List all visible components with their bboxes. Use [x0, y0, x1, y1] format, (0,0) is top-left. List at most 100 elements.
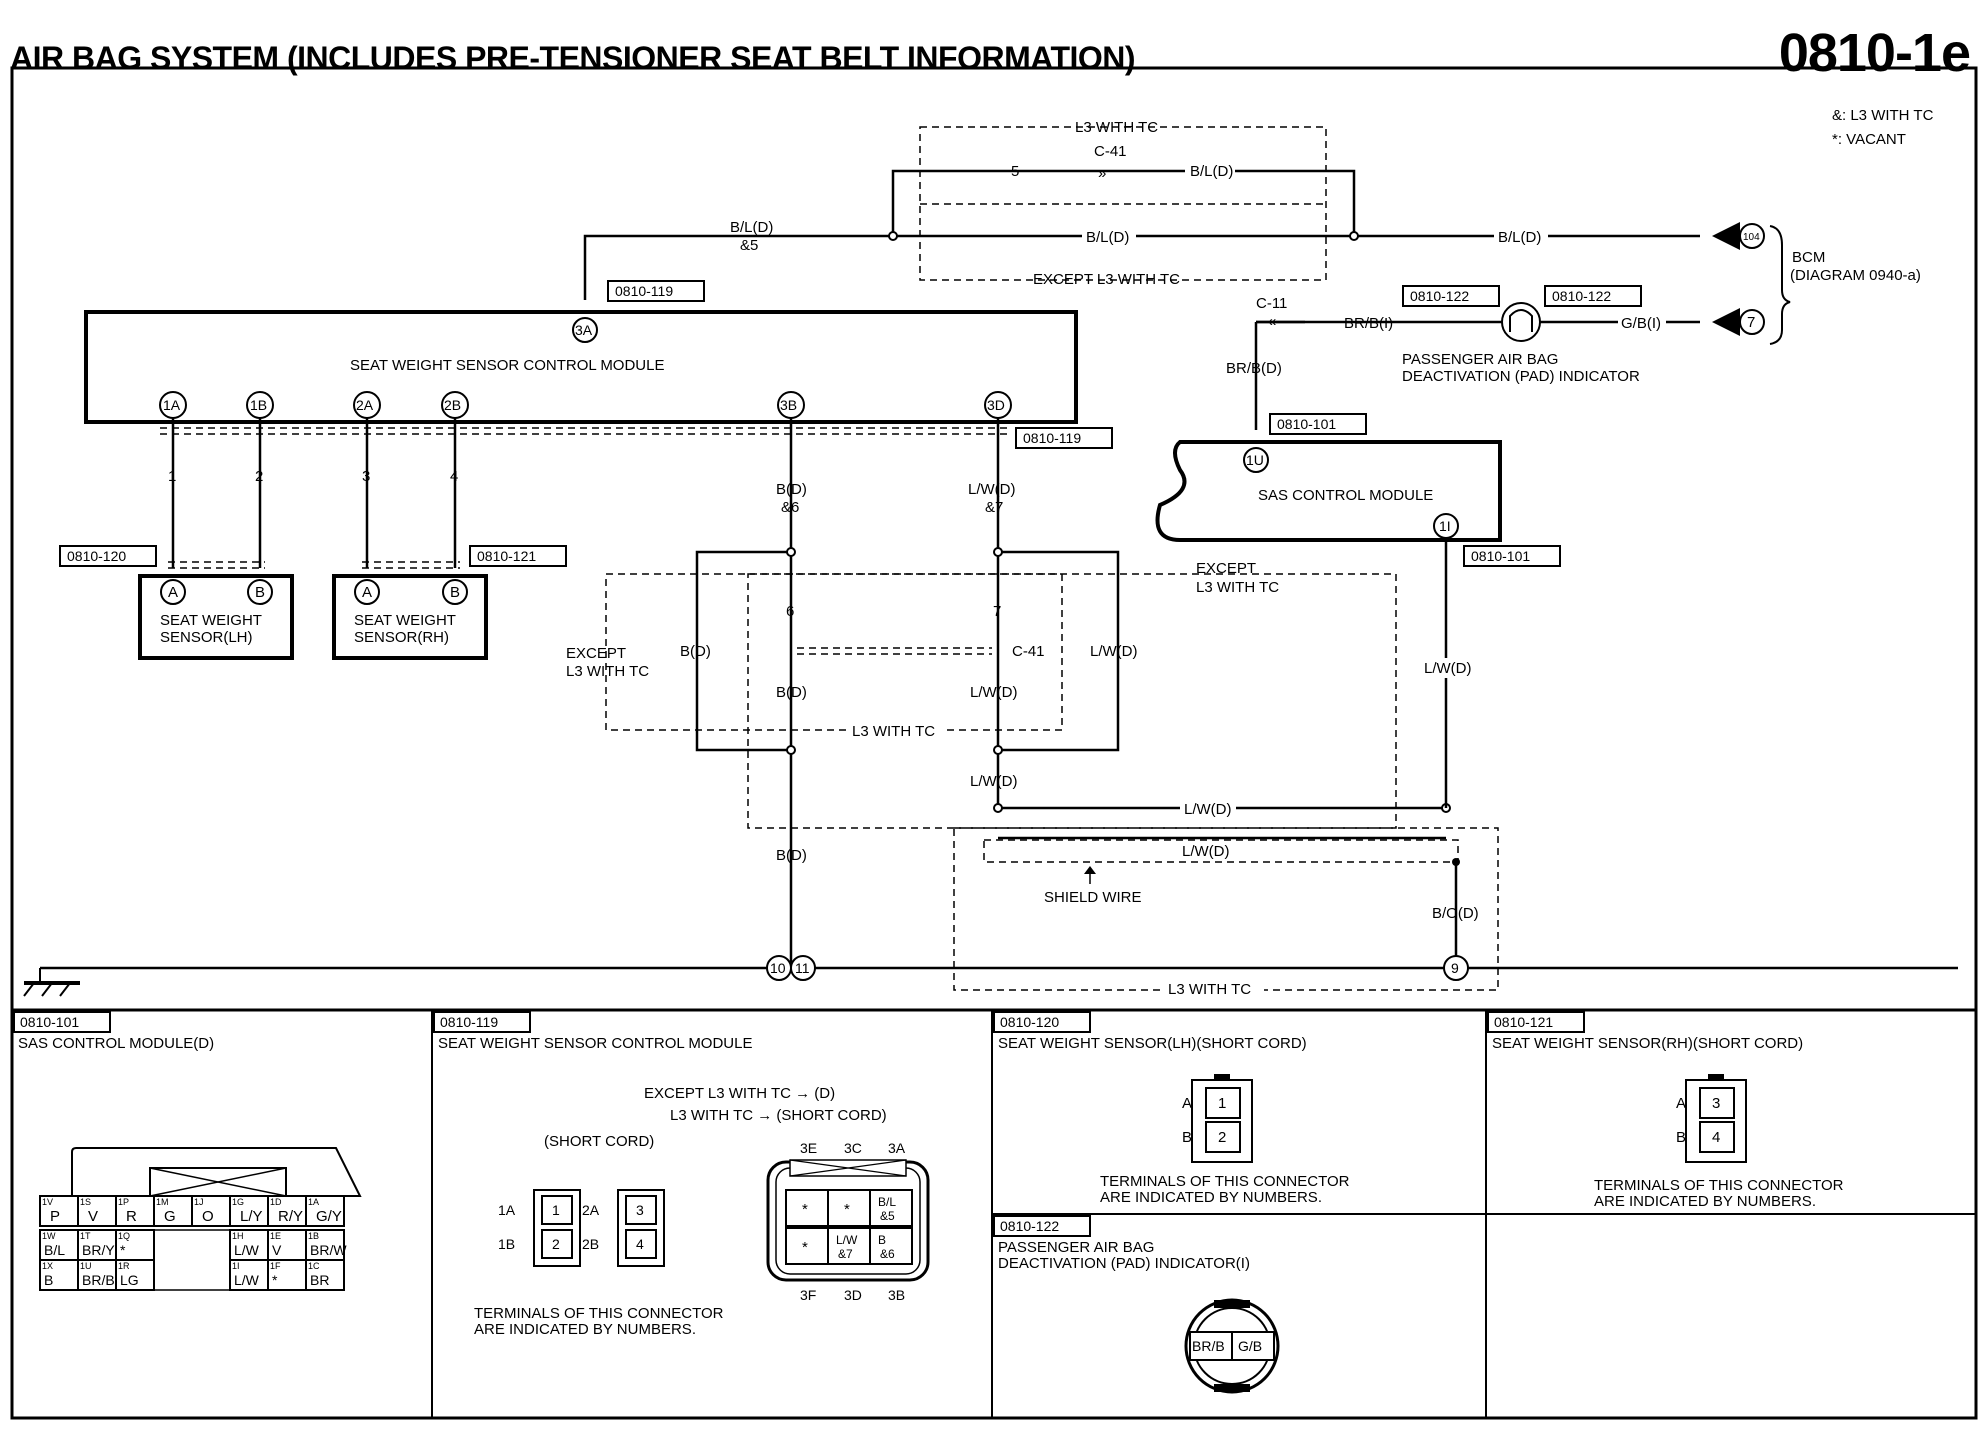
- label-l3-top: L3 WITH TC: [1075, 119, 1158, 136]
- ref-0810-119-side-text: 0810-119: [1023, 430, 1081, 446]
- label-l3-bottom: L3 WITH TC: [1168, 981, 1251, 998]
- wire-label-gb-i: G/B(I): [1621, 315, 1661, 332]
- wire-c41-loop: [891, 169, 1356, 236]
- d-pin-cell: [785, 1189, 829, 1227]
- wire-label-lw-shield: L/W(D): [1182, 843, 1230, 860]
- panel-121-title: SEAT WEIGHT SENSOR(RH)(SHORT CORD): [1492, 1035, 1803, 1052]
- label-except-left-1: EXCEPT: [566, 645, 626, 662]
- bcm-label: BCM: [1792, 249, 1825, 266]
- terminal-1A: 1A: [163, 397, 181, 413]
- panel-121-pin-3: 3: [1712, 1095, 1720, 1112]
- sas-pin-color: P: [50, 1208, 60, 1225]
- d-pin-label: B: [878, 1233, 886, 1247]
- sas-label: SAS CONTROL MODULE: [1258, 487, 1433, 504]
- wire-label-brb-d: BR/B(D): [1226, 360, 1282, 377]
- ref-0810-122-a-text: 0810-122: [1410, 288, 1469, 304]
- panel-120-note-1: TERMINALS OF THIS CONNECTOR: [1100, 1173, 1350, 1190]
- wire-label-bl-top: B/L(D): [1190, 163, 1233, 180]
- ref-0810-119-top: [607, 280, 705, 302]
- sas-pin-id: 1R: [118, 1261, 130, 1271]
- panel-119-note-2: ARE INDICATED BY NUMBERS.: [474, 1321, 696, 1338]
- sensor-rh-terminal-a: A: [362, 584, 372, 601]
- wire-label-lw7-amp: &7: [985, 499, 1003, 516]
- wire-label-lw-sas: L/W(D): [1424, 660, 1472, 677]
- panel-121-pin-a: A: [1676, 1095, 1686, 1112]
- sas-pin-id: 1W: [42, 1231, 56, 1241]
- wire-num-4: 4: [450, 468, 458, 485]
- ref-0810-119-top-text: 0810-119: [615, 283, 673, 299]
- connector-c41-mid: C-41: [1012, 643, 1045, 660]
- sas-pin-color: *: [120, 1242, 126, 1258]
- d-pin-cell: [869, 1227, 913, 1265]
- sas-box: [1155, 440, 1502, 542]
- ref-0810-121: [469, 545, 567, 567]
- sas-pin-cell: [229, 1195, 269, 1227]
- ground-10-label: 10: [770, 960, 786, 976]
- panel-120-pin-b: B: [1182, 1129, 1192, 1146]
- sas-pin-color: R/Y: [278, 1208, 303, 1225]
- label-except-right-2: L3 WITH TC: [1196, 579, 1279, 596]
- sas-pin-id: 1A: [308, 1197, 319, 1207]
- sas-pin-cell: [267, 1195, 307, 1227]
- sas-pin-id: 1V: [42, 1197, 53, 1207]
- panel-121-ref: 0810-121: [1494, 1014, 1553, 1030]
- wire-label-b-mid: B(D): [776, 684, 807, 701]
- wire-num-1: 1: [168, 468, 176, 485]
- sas-pin-cell: [39, 1195, 79, 1227]
- d-pin-label: L/W: [836, 1233, 858, 1247]
- bcm-arrow-104: [1712, 222, 1740, 250]
- sas-pin-color: BR/Y: [82, 1242, 115, 1258]
- panel-101-title: SAS CONTROL MODULE(D): [18, 1035, 214, 1052]
- panel-122-title-1: PASSENGER AIR BAG: [998, 1239, 1154, 1256]
- d-pin-cell: [869, 1189, 913, 1227]
- ref-0810-101-side-text: 0810-101: [1471, 548, 1530, 564]
- pad-indicator-symbol: [1501, 302, 1541, 342]
- sas-pin-id: 1J: [194, 1197, 204, 1207]
- region-box-left: [605, 573, 1063, 731]
- connector-c41-symbol: »: [1098, 165, 1106, 182]
- d-pin-label: B/L: [878, 1195, 896, 1209]
- d-col-bot: 3F: [800, 1287, 816, 1303]
- terminal-1I-label: 1I: [1439, 518, 1451, 534]
- ground-11-label: 11: [795, 960, 810, 976]
- pad-label-2: DEACTIVATION (PAD) INDICATOR: [1402, 368, 1640, 385]
- label-except-right-1: EXCEPT: [1196, 560, 1256, 577]
- sas-pin-color: G/Y: [316, 1208, 342, 1225]
- sas-pin-id: 1U: [80, 1261, 92, 1271]
- sensor-rh-label-2: SENSOR(RH): [354, 629, 449, 646]
- sc-connector-cell: [541, 1229, 573, 1259]
- sas-pin-id: 1F: [270, 1261, 281, 1271]
- sas-pin-color: V: [88, 1208, 98, 1225]
- ref-0810-120: [59, 545, 157, 567]
- sas-pin-color: BR/W: [310, 1242, 347, 1258]
- panel-0810-120: 0810-120 SEAT WEIGHT SENSOR(LH)(SHORT CO…: [993, 1011, 1350, 1206]
- terminal-2A: 2A: [356, 397, 374, 413]
- d-pin-label: &6: [880, 1247, 895, 1261]
- ref-0810-101-side: [1463, 545, 1561, 567]
- sas-pin-cell: [305, 1195, 345, 1227]
- panel-121-pin-b: B: [1676, 1129, 1686, 1146]
- sensor-rh-terminal-b: B: [450, 584, 460, 601]
- sas-pin-color: LG: [120, 1272, 139, 1288]
- bcm-terminal-104: [1739, 223, 1765, 249]
- panel-122-title-2: DEACTIVATION (PAD) INDICATOR(I): [998, 1255, 1250, 1272]
- sc-pin-num: 3: [636, 1202, 644, 1218]
- panel-121-note-2: ARE INDICATED BY NUMBERS.: [1594, 1193, 1816, 1210]
- diagram-frame: [10, 66, 1978, 1420]
- d-pin-label: *: [844, 1201, 850, 1218]
- sas-pin-color: O: [202, 1208, 214, 1225]
- sas-pin-color: *: [272, 1272, 278, 1288]
- sc-connector-cell: [625, 1229, 657, 1259]
- sc-pin-num: 4: [636, 1236, 644, 1252]
- wire-label-bl5: B/L(D): [730, 219, 773, 236]
- panel-122-ref: 0810-122: [1000, 1218, 1059, 1234]
- wire-label-brb-i: BR/B(I): [1344, 315, 1393, 332]
- terminal-2B: 2B: [444, 397, 461, 413]
- sas-pin-cell: [191, 1195, 231, 1227]
- sensor-lh-terminal-b: B: [255, 584, 265, 601]
- panel-122-pin-brb: BR/B: [1192, 1338, 1225, 1354]
- panel-120-pin-2: 2: [1218, 1129, 1226, 1146]
- ground-9-label: 9: [1451, 960, 1459, 976]
- panel-119-ref: 0810-119: [440, 1014, 498, 1030]
- region-box-right: [747, 573, 1397, 829]
